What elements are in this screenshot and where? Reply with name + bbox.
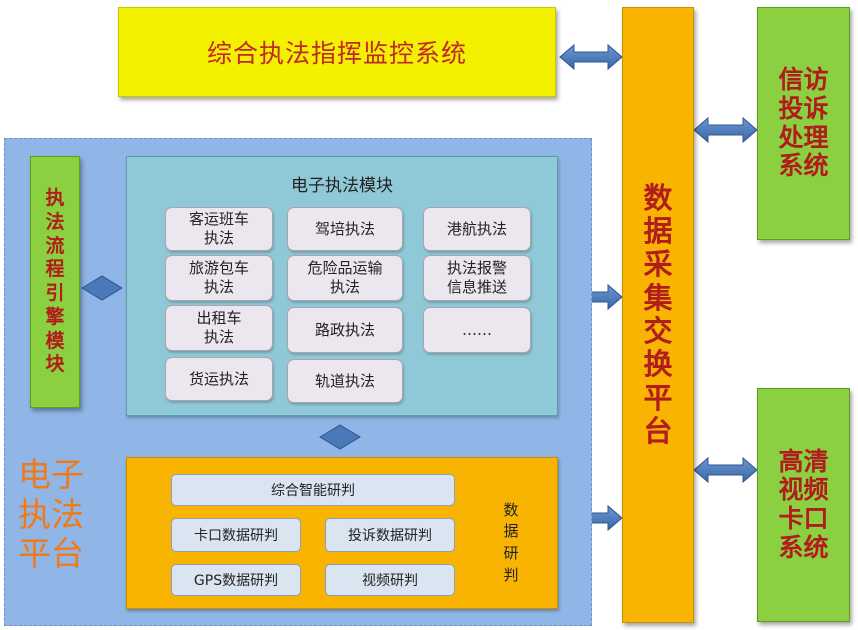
video-line: 高清 [778,446,829,476]
analysis-label-char: 据 [503,522,519,541]
module-item-more[interactable]: …… [423,307,531,353]
platform-label-line: 电子 [18,455,84,494]
diamond-emodule-analysis [319,424,361,450]
petition-line: 处理 [778,122,829,152]
petition-line: 信访 [778,65,829,94]
module-item-text: 执法 [203,278,234,296]
engine-char: 流 [45,234,65,257]
gps-data-analysis[interactable]: GPS数据研判 [171,564,301,596]
enforcement-process-engine-module: 执 法 流 程 引 擎 模 块 [30,156,80,408]
engine-char: 程 [45,258,65,281]
module-item-alarm-push[interactable]: 执法报警信息推送 [423,255,531,301]
video-line: 系统 [778,532,829,562]
overall-intelligent-analysis[interactable]: 综合智能研判 [171,474,455,506]
exchange-char: 台 [643,414,673,449]
video-line: 视频 [778,475,829,505]
module-item-tour-bus[interactable]: 旅游包车执法 [165,255,273,301]
exchange-char: 交 [643,314,673,348]
module-item-road-admin[interactable]: 路政执法 [287,307,403,353]
comprehensive-command-monitoring-system: 综合执法指挥监控系统 [118,7,556,97]
module-item-port-shipping[interactable]: 港航执法 [423,207,531,251]
emodule-title: 电子执法模块 [291,176,393,196]
module-item-text: 旅游包车 [188,259,249,278]
module-item-text: 执法 [203,229,234,247]
module-item-taxi[interactable]: 出租车执法 [165,305,273,351]
module-item-passenger-bus[interactable]: 客运班车执法 [165,207,273,251]
diamond-engine-emodule [81,275,123,301]
module-item-text: 港航执法 [446,219,507,238]
data-analysis-label: 数 据 研 判 [495,488,527,598]
video-analysis[interactable]: 视频研判 [325,564,455,596]
complaint-data-analysis[interactable]: 投诉数据研判 [325,518,455,552]
module-item-text: 执法 [203,328,234,346]
checkpoint-data-analysis[interactable]: 卡口数据研判 [171,518,301,552]
platform-label: 电子 执法 平台 [18,455,84,574]
petition-line: 投诉 [778,93,829,123]
engine-char: 引 [45,282,65,304]
module-item-text: 驾培执法 [314,219,375,238]
module-item-text: 路政执法 [314,320,375,339]
video-line: 卡口 [778,504,829,533]
analysis-label-char: 判 [503,565,519,584]
data-collection-exchange-platform: 数 据 采 集 交 换 平 台 [622,7,694,623]
module-item-text: 客运班车 [188,210,249,229]
exchange-char: 采 [643,247,673,282]
engine-char: 模 [45,329,65,352]
exchange-char: 数 [643,180,673,215]
exchange-char: 换 [643,347,673,382]
platform-label-line: 平台 [18,534,84,574]
module-item-rail[interactable]: 轨道执法 [287,359,403,403]
platform-label-line: 执法 [18,494,84,534]
analysis-label-char: 数 [503,500,519,519]
module-item-text: 危险品运输 [307,259,383,278]
petition-line: 系统 [778,151,829,181]
exchange-char: 据 [643,213,673,248]
module-item-text: …… [462,320,492,339]
module-item-driver-training[interactable]: 驾培执法 [287,207,403,251]
module-item-text: 出租车 [196,309,242,328]
exchange-char: 平 [643,380,673,415]
hd-video-checkpoint-system: 高清 视频 卡口 系统 [757,388,850,622]
exchange-char: 集 [643,280,673,315]
engine-char: 执 [45,187,65,209]
module-item-text: 信息推送 [446,278,507,296]
data-analysis-module: 综合智能研判 卡口数据研判 投诉数据研判 GPS数据研判 视频研判 数 据 研 … [126,457,558,609]
petition-complaint-system: 信访 投诉 处理 系统 [757,7,850,240]
engine-char: 法 [45,210,65,233]
analysis-label-char: 研 [503,544,519,562]
module-item-hazmat-transport[interactable]: 危险品运输执法 [287,255,403,301]
electronic-enforcement-module: 电子执法模块 客运班车执法 驾培执法 港航执法 旅游包车执法 危险品运输执法 执… [126,156,558,416]
module-item-text: 执法报警 [446,259,507,278]
module-item-freight[interactable]: 货运执法 [165,357,273,401]
comprehensive-command-monitoring-title: 综合执法指挥监控系统 [206,39,467,68]
engine-char: 擎 [45,305,65,328]
engine-char: 块 [45,353,65,376]
module-item-text: 轨道执法 [314,371,375,390]
module-item-text: 货运执法 [188,369,249,388]
module-item-text: 执法 [329,278,360,296]
